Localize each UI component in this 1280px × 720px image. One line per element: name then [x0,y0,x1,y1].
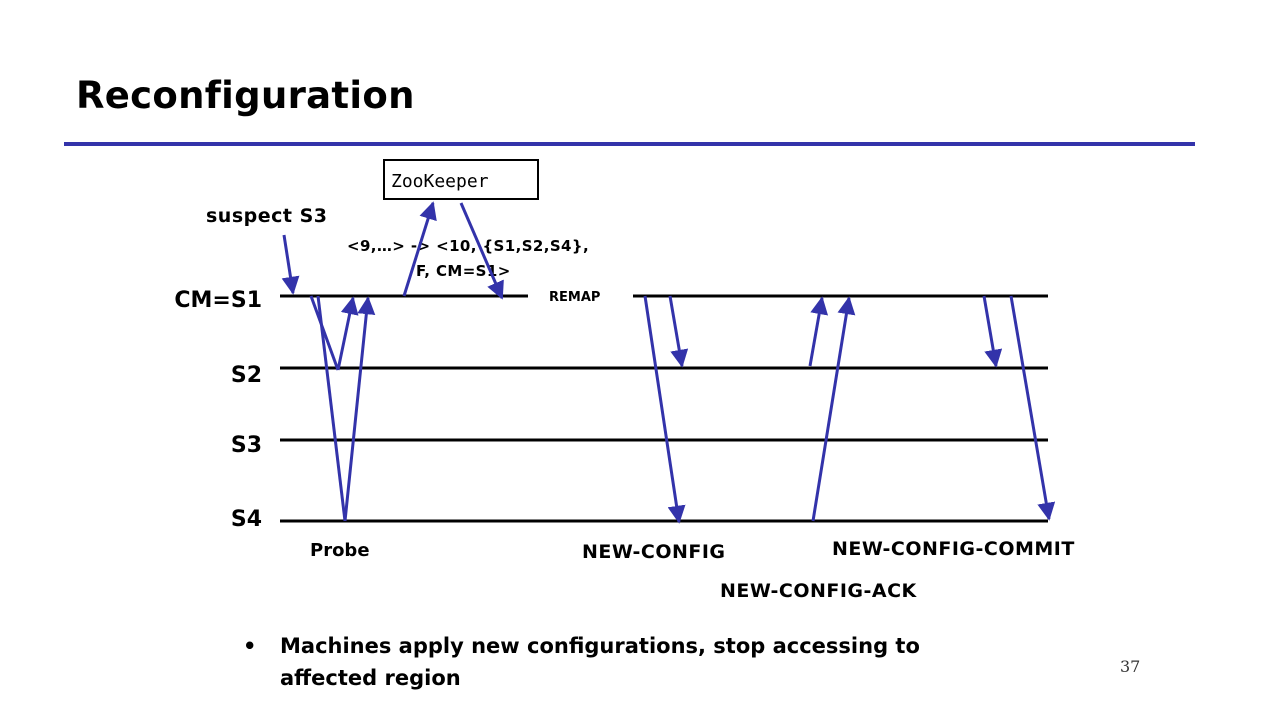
bullet-text: Machines apply new configurations, stop … [280,634,920,690]
zookeeper-label: ZooKeeper [391,171,489,192]
title-divider [64,142,1195,146]
config-change-line-1: <9,…> -> <10, {S1,S2,S4}, [347,237,589,255]
probe-s4-ack [343,296,376,522]
probe-label: Probe [310,540,370,561]
new-config-commit-label: NEW-CONFIG-COMMIT [832,538,1075,560]
arrow-from-zookeeper [459,202,504,300]
new-config-ack-label: NEW-CONFIG-ACK [720,580,918,602]
zookeeper-box [383,159,539,200]
new-config-to-s2 [668,295,689,368]
lane-label-s2: S2 [231,363,262,388]
bullet-symbol: • [243,634,257,658]
slide-title: Reconfiguration [76,74,415,117]
new-config-commit-to-s4 [1009,295,1056,521]
probe-s1-to-s2 [309,295,340,371]
lane-label-s4: S4 [231,507,262,532]
probe-s2-ack [336,296,359,371]
lane-label-s3: S3 [231,433,262,458]
new-config-ack-from-s4 [811,296,856,522]
suspect-label: suspect S3 [206,205,328,227]
new-config-label: NEW-CONFIG [582,541,726,563]
probe-s1-to-s4 [316,295,347,522]
arrow-suspect [281,234,300,295]
new-config-ack-from-s2 [808,296,829,367]
new-config-commit-to-s2 [982,295,1003,368]
arrow-to-zookeeper [402,201,437,297]
page-number: 37 [1120,657,1141,676]
lane-label-cm-s1: CM=S1 [174,288,262,313]
remap-label: REMAP [549,290,600,305]
config-change-line-2: F, CM=S1> [416,262,511,280]
new-config-to-s4 [643,295,686,524]
